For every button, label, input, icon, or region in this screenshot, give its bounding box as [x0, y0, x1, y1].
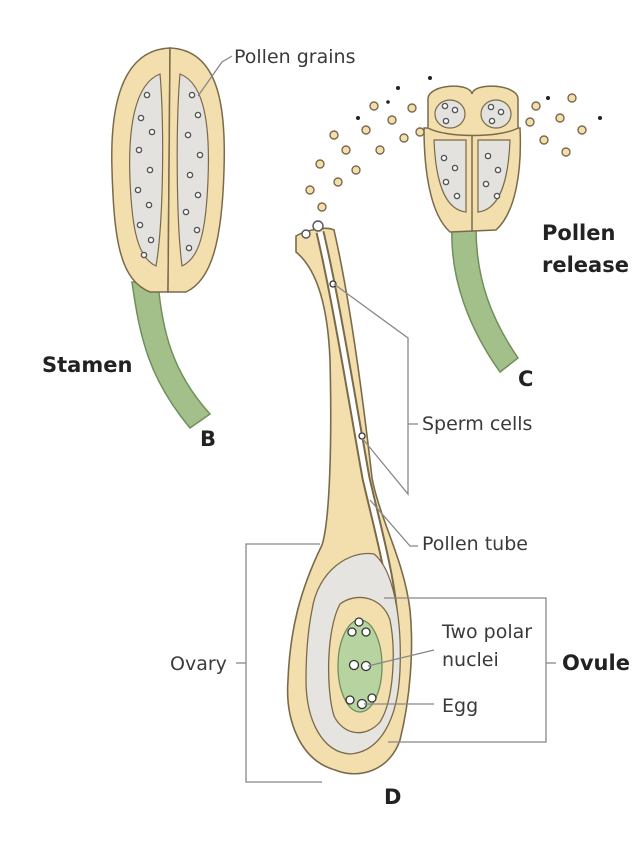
- label-ovary: Ovary: [170, 653, 227, 675]
- sperm-cell-upper: [329, 280, 337, 288]
- pollen-grain-on-stigma: [312, 220, 324, 232]
- released-pollen-grains: [305, 93, 587, 212]
- stamen-c-top-opening-right: [480, 99, 512, 129]
- pollen-grain-on-stigma-2: [301, 229, 311, 239]
- sperm-cells-leader: [333, 283, 409, 496]
- stamen-b-pollen-dots: [134, 91, 204, 259]
- stamen-b-pollen-sac-right: [176, 73, 210, 267]
- polar-nuclei-leader: [367, 649, 435, 667]
- ovule-bracket: [384, 597, 547, 743]
- label-b: B: [200, 427, 216, 451]
- stamen-c: [423, 85, 522, 374]
- label-two-polar-line1: Two polar: [441, 621, 532, 643]
- label-pollen-release-line1: Pollen: [542, 221, 615, 245]
- ovule-nuclei: [345, 617, 377, 710]
- stamen-b-filament: [131, 281, 212, 430]
- stamen-c-filament: [451, 227, 520, 374]
- label-pollen-tube: Pollen tube: [422, 533, 528, 555]
- label-pollen-release-line2: release: [542, 253, 629, 277]
- pollen-tube-leader: [369, 499, 418, 547]
- pistil-d: [286, 220, 413, 775]
- stamen-b: [111, 47, 226, 430]
- pollen-grains-leader: [197, 55, 233, 97]
- label-ovule: Ovule: [562, 651, 630, 675]
- label-sperm-cells: Sperm cells: [422, 413, 532, 435]
- label-stamen: Stamen: [42, 353, 132, 377]
- stamen-c-pollen-dots: [440, 102, 505, 200]
- label-c: C: [518, 367, 533, 391]
- stamen-b-pollen-sac-left: [129, 73, 164, 267]
- label-d: D: [384, 785, 401, 809]
- stamen-c-top-opening-left: [434, 99, 466, 129]
- label-egg: Egg: [442, 695, 478, 717]
- label-pollen-grains: Pollen grains: [234, 46, 355, 68]
- released-pollen-specks: [356, 76, 602, 120]
- label-two-polar-line2: nuclei: [442, 649, 499, 671]
